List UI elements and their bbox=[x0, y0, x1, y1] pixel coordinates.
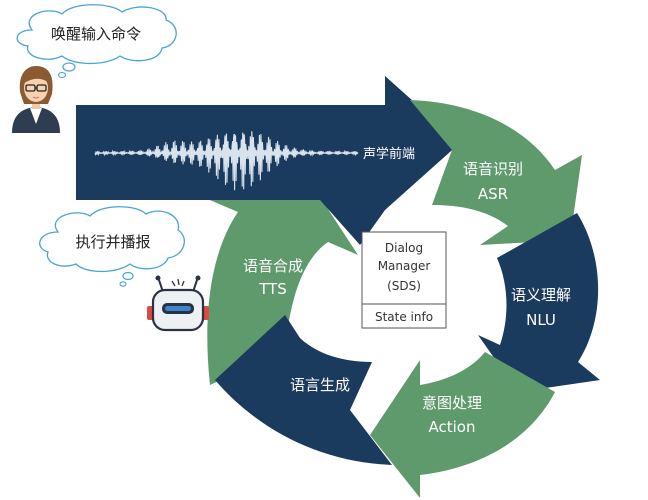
robot-thought-bubble bbox=[39, 206, 185, 287]
user-thought-bubble bbox=[16, 4, 177, 79]
user-bubble-text: 唤醒输入命令 bbox=[51, 25, 141, 43]
sound-waveform bbox=[94, 131, 359, 191]
user-avatar-icon bbox=[12, 66, 60, 133]
nlu-label-en: NLU bbox=[526, 311, 556, 329]
tts-arrow bbox=[205, 198, 358, 385]
front-end-label: 声学前端 bbox=[363, 146, 415, 162]
asr-label-cn: 语音识别 bbox=[463, 160, 523, 178]
nlg-label-cn: 语言生成 bbox=[290, 376, 350, 394]
asr-arrow bbox=[410, 100, 582, 245]
dialog-manager-box: Dialog Manager (SDS) State info bbox=[361, 231, 447, 329]
robot-icon bbox=[147, 275, 209, 332]
tts-label-cn: 语音合成 bbox=[243, 257, 303, 275]
action-label-en: Action bbox=[429, 418, 476, 436]
robot-bubble-text: 执行并播报 bbox=[75, 233, 150, 251]
nlu-label-cn: 语义理解 bbox=[511, 286, 571, 304]
state-info-label: State info bbox=[375, 310, 433, 324]
tts-label-en: TTS bbox=[258, 280, 287, 298]
asr-label-en: ASR bbox=[478, 185, 508, 203]
action-label-cn: 意图处理 bbox=[422, 394, 482, 412]
nlu-arrow bbox=[478, 213, 600, 392]
dialog-manager-line1: Dialog bbox=[385, 241, 423, 255]
dialog-manager-line2: Manager bbox=[378, 259, 431, 273]
nlg-arrow bbox=[215, 315, 392, 465]
dialog-manager-line3: (SDS) bbox=[387, 279, 421, 293]
action-arrow bbox=[370, 352, 555, 498]
